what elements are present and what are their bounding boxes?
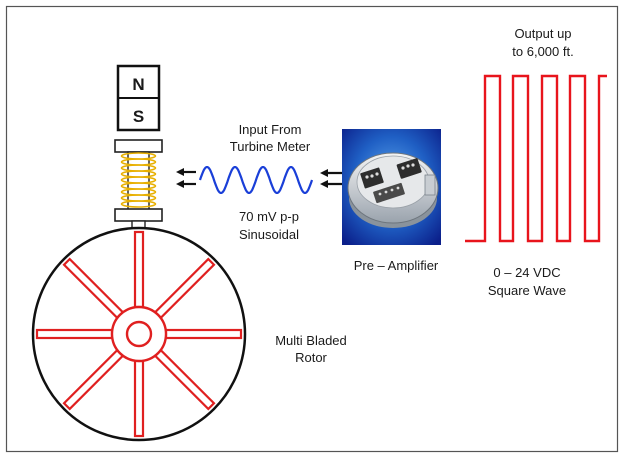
square-wave-label-line1: 0 – 24 VDC [493,265,560,280]
arrow-icon [320,169,344,188]
pre-amplifier-image [342,129,441,245]
rotor-label-line1: Multi Bladed [275,333,347,348]
rotor-blade [133,359,145,438]
coil-windings [120,152,157,208]
output-label-line2: to 6,000 ft. [512,44,573,59]
pre-amplifier-label: Pre – Amplifier [354,258,439,273]
rotor-blade [35,328,114,340]
rotor-blade [164,328,243,340]
magnet-icon: N S [116,64,161,132]
rotor-icon [31,226,247,442]
rotor-blade [133,230,145,309]
input-label-line2: Turbine Meter [230,139,311,154]
output-label-line1: Output up [514,26,571,41]
magnet-south-label: S [133,107,144,126]
signal-label-line2: Sinusoidal [239,227,299,242]
sinusoidal-signal [198,166,314,194]
pickup-coil-icon [114,139,163,230]
signal-label-line1: 70 mV p-p [239,209,299,224]
coil-turn [120,200,157,208]
input-label-line1: Input From [239,122,302,137]
square-wave-label-line2: Square Wave [488,283,566,298]
rotor-hub-inner [125,320,153,348]
magnet-north-label: N [132,75,144,94]
rotor-label-line2: Rotor [295,350,327,365]
arrow-icon [176,168,196,188]
square-wave-signal [465,74,607,243]
